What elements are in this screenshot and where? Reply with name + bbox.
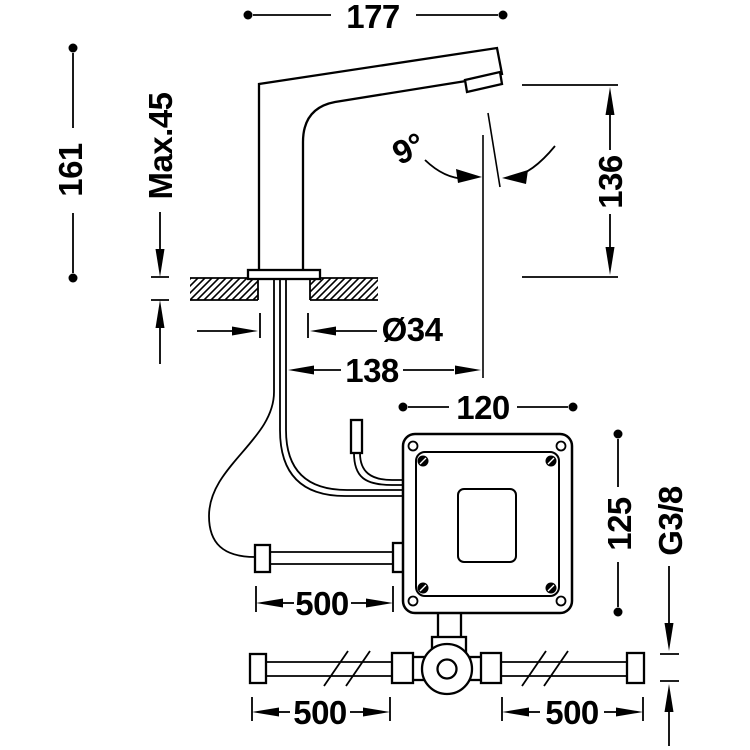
dim-arrow-right — [232, 326, 258, 336]
corner-hole — [555, 440, 567, 452]
faucet-aerator — [463, 70, 504, 94]
pipe-break-left — [323, 650, 371, 687]
sensor-plug-cable — [353, 452, 404, 486]
faucet-base-plate — [246, 268, 322, 281]
dim-inlet-pipe-left-label: 500 — [293, 694, 347, 731]
angle-arrow-right — [502, 170, 528, 184]
dim-arrow-right — [366, 598, 393, 608]
dim-inlet-pipe-right-label: 500 — [545, 694, 599, 731]
deck-hatch-left — [190, 278, 258, 300]
dim-extension-lines — [522, 84, 618, 278]
pipe-end-fitting-right — [625, 651, 646, 685]
sensor-plug — [349, 418, 364, 455]
dim-thread-label: G3/8 — [652, 486, 689, 556]
dim-spout-height-label: 161 — [52, 143, 89, 197]
hose-connector — [253, 543, 272, 574]
dim-arrow-left — [252, 707, 279, 717]
dim-extension-lines — [259, 313, 309, 338]
corner-hole — [555, 595, 567, 607]
dim-box-height: 125 — [601, 429, 638, 617]
valve-nut-left — [390, 651, 415, 685]
dim-arrow-up — [155, 300, 165, 328]
dim-arrow-up — [664, 684, 674, 712]
dim-extension-lines — [255, 586, 394, 612]
sensor-cable-from-faucet — [279, 279, 404, 497]
dim-arrow-right — [616, 707, 643, 717]
dim-dot — [498, 10, 508, 20]
dim-dot — [243, 10, 253, 20]
dim-thread: G3/8 — [652, 486, 689, 746]
dim-arrow-left — [256, 598, 283, 608]
dim-dot — [68, 273, 78, 283]
dim-center-to-stream-label: 138 — [345, 352, 399, 389]
dim-outlet-to-deck-label: 136 — [592, 155, 629, 209]
dim-box-width: 120 — [398, 389, 578, 426]
dim-center-to-stream: 138 — [288, 352, 481, 389]
dim-dot — [398, 402, 408, 412]
dim-arrow-up — [605, 87, 615, 115]
faucet-spout-body — [257, 46, 504, 273]
valve-tee-center — [436, 658, 458, 680]
dim-arrow-down — [605, 247, 615, 275]
supply-hose-loop — [208, 279, 275, 558]
dim-spout-height: 161 — [52, 43, 89, 283]
dim-spout-reach-label: 177 — [346, 0, 400, 35]
dim-inlet-pipe-left: 500 — [251, 694, 391, 731]
control-box — [401, 432, 574, 615]
dim-max-deck-thickness-label: Max.45 — [142, 92, 179, 199]
dim-dot — [568, 402, 578, 412]
dim-dot — [68, 43, 78, 53]
dim-extension-lines — [501, 697, 644, 721]
dim-spray-angle-label: 9° — [387, 125, 430, 171]
dim-dot — [613, 607, 623, 617]
corner-hole — [407, 440, 419, 452]
screw-slots — [419, 457, 555, 592]
supply-pipe-assembly — [248, 613, 646, 696]
dim-arrow-left — [288, 365, 314, 375]
dim-outlet-to-deck: 136 — [522, 84, 629, 278]
dim-dot — [613, 429, 623, 439]
dim-extension-lines — [251, 697, 391, 721]
deck-hole-edges — [257, 278, 311, 300]
supply-pipe-left — [266, 661, 393, 677]
dim-spout-reach: 177 — [243, 0, 508, 35]
dim-hole-diameter: Ø34 — [197, 311, 444, 348]
deck-hatch-right — [310, 278, 378, 300]
mounting-deck — [190, 277, 378, 301]
valve-nut-right — [479, 651, 503, 685]
dim-max-deck-thickness: Max.45 — [142, 92, 179, 364]
dim-arrow-down — [155, 249, 165, 277]
dim-inlet-pipe-right: 500 — [501, 694, 644, 731]
spray-angle-line — [487, 112, 501, 188]
connection-hose-500 — [270, 551, 394, 565]
dim-arrow-right — [363, 707, 390, 717]
dim-box-width-label: 120 — [456, 389, 510, 426]
valve-riser-pipe — [436, 613, 463, 637]
dim-box-height-label: 125 — [601, 497, 638, 551]
dim-hose-length: 500 — [255, 585, 394, 622]
cover-screws — [417, 455, 557, 594]
angle-arc-right — [511, 145, 556, 178]
dim-arrow-left — [502, 707, 529, 717]
dim-hose-length-label: 500 — [295, 585, 349, 622]
supply-pipe-right — [501, 661, 627, 677]
angle-arrow-left — [456, 169, 482, 183]
dim-hole-diameter-label: Ø34 — [382, 311, 444, 348]
pipe-break-right — [521, 650, 569, 687]
pipe-end-fitting-left — [248, 652, 268, 685]
corner-hole — [407, 595, 419, 607]
dim-arrow-right — [455, 365, 481, 375]
dim-arrow-down — [664, 623, 674, 651]
dim-arrow-left — [310, 326, 336, 336]
control-box-window — [457, 488, 517, 563]
